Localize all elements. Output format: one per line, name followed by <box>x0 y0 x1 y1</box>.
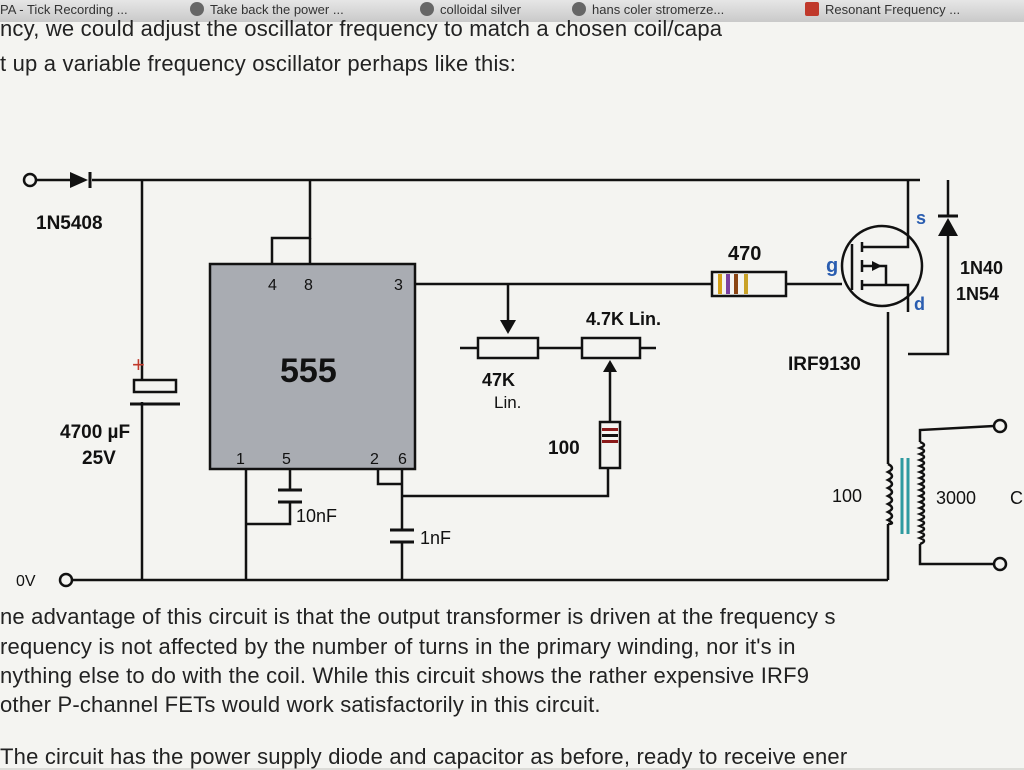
article-line: t up a variable frequency oscillator per… <box>0 51 517 76</box>
flyback-diode-label: 1N40 <box>960 258 1003 278</box>
resistor-band <box>718 274 722 294</box>
article-page: ncy, we could adjust the oscillator freq… <box>0 16 1024 769</box>
capacitor-positive-plate <box>132 378 178 394</box>
pot-47k-type-label: Lin. <box>494 393 521 412</box>
tab-colloidal-silver[interactable]: colloidal silver <box>420 2 560 20</box>
mosfet-drain-label: d <box>914 294 925 314</box>
ic-pin-label: 3 <box>394 277 403 294</box>
browser-tab-bar: PA - Tick Recording ... Take back the po… <box>0 0 1024 23</box>
pot-4k7-body <box>580 336 642 360</box>
ic-pin-label: 4 <box>268 277 277 294</box>
pot-47k-body <box>476 336 540 360</box>
primary-winding <box>885 462 894 526</box>
cap-1nf-label: 1nF <box>420 528 451 548</box>
ic-pin-label: 2 <box>370 451 379 468</box>
mosfet-body-wire <box>862 264 888 285</box>
article-line: ncy, we could adjust the oscillator freq… <box>0 16 723 41</box>
tab-title: colloidal silver <box>440 2 521 17</box>
resistor-470-body <box>710 270 788 298</box>
ic-pin-label: 6 <box>398 451 407 468</box>
secondary-turns-label: 3000 <box>936 488 976 508</box>
article-line: The circuit has the power supply diode a… <box>0 744 848 769</box>
input-diode-label: 1N5408 <box>36 213 103 234</box>
resistor-band <box>744 274 748 294</box>
secondary-output-wire <box>918 424 995 566</box>
circuit-schematic: 1N5408 0V + 4700 µF 25V 555 4 8 3 1 5 2 … <box>16 172 1023 590</box>
pin5-cap-wire <box>246 469 292 526</box>
output-terminal <box>992 556 1008 572</box>
article-line: requency is not affected by the number o… <box>0 634 796 659</box>
globe-icon <box>190 2 204 16</box>
ground-label: 0V <box>16 573 36 590</box>
tab-hans-coler[interactable]: hans coler stromerze... <box>572 2 782 20</box>
article-line: ne advantage of this circuit is that the… <box>0 604 836 629</box>
mosfet-source-drain-wire <box>862 180 910 312</box>
pot-47k-label: 47K <box>482 370 515 390</box>
resistor-470-label: 470 <box>728 243 761 265</box>
cap-10nf-label: 10nF <box>296 506 337 526</box>
ic-pin-label: 1 <box>236 451 245 468</box>
capacitor-polarity-mark: + <box>132 352 145 377</box>
tab-title: hans coler stromerze... <box>592 2 725 17</box>
resistor-band <box>602 428 618 431</box>
article-line: nything else to do with the coil. While … <box>0 663 810 688</box>
secondary-winding <box>916 440 926 546</box>
mosfet-source-label: s <box>916 208 926 228</box>
mosfet-gate-label: g <box>826 255 838 277</box>
tab-resonant-frequency[interactable]: Resonant Frequency ... <box>805 2 1024 20</box>
ic-pin-label: 5 <box>282 451 291 468</box>
pot-4k7-label: 4.7K Lin. <box>586 309 661 329</box>
capacitor-voltage-label: 25V <box>82 448 116 469</box>
primary-turns-label: 100 <box>832 486 862 506</box>
resistor-100-body <box>598 420 622 470</box>
tab-title: Take back the power ... <box>210 2 344 17</box>
capacitor-value-label: 4700 µF <box>60 422 130 443</box>
pin2-6-wire <box>376 469 404 580</box>
flyback-diode-triangle <box>938 218 958 236</box>
mosfet-part-label: IRF9130 <box>788 354 861 375</box>
tab-tick-recording[interactable]: PA - Tick Recording ... <box>0 2 170 20</box>
article-line: other P-channel FETs would work satisfac… <box>0 692 601 717</box>
flyback-diode-wire <box>908 180 950 356</box>
pot-4k7-wiper-arrow <box>603 360 617 372</box>
input-diode-symbol <box>70 172 92 188</box>
ic-label: 555 <box>280 352 337 390</box>
tab-title: Resonant Frequency ... <box>825 2 961 17</box>
ground-terminal <box>58 572 74 588</box>
timing-network-wire <box>402 468 610 498</box>
resistor-band <box>602 434 618 437</box>
ic-555-body <box>208 262 417 471</box>
resistor-band <box>602 440 618 443</box>
output-terminal <box>992 418 1008 434</box>
output-label-partial: C <box>1010 488 1023 508</box>
globe-icon <box>420 2 434 16</box>
page-icon <box>805 2 819 16</box>
flyback-diode-label: 1N54 <box>956 284 999 304</box>
resistor-100-label: 100 <box>548 438 580 459</box>
tab-title: PA - Tick Recording ... <box>0 2 128 17</box>
pot-47k-wiper-arrow <box>500 320 516 334</box>
globe-icon <box>572 2 586 16</box>
pin8-4-wire <box>270 180 312 264</box>
tab-take-back-the-power[interactable]: Take back the power ... <box>190 2 390 20</box>
resistor-band <box>726 274 730 294</box>
input-terminal <box>22 172 38 188</box>
ic-pin-label: 8 <box>304 277 313 294</box>
resistor-band <box>734 274 738 294</box>
mosfet-arrow <box>872 261 882 271</box>
